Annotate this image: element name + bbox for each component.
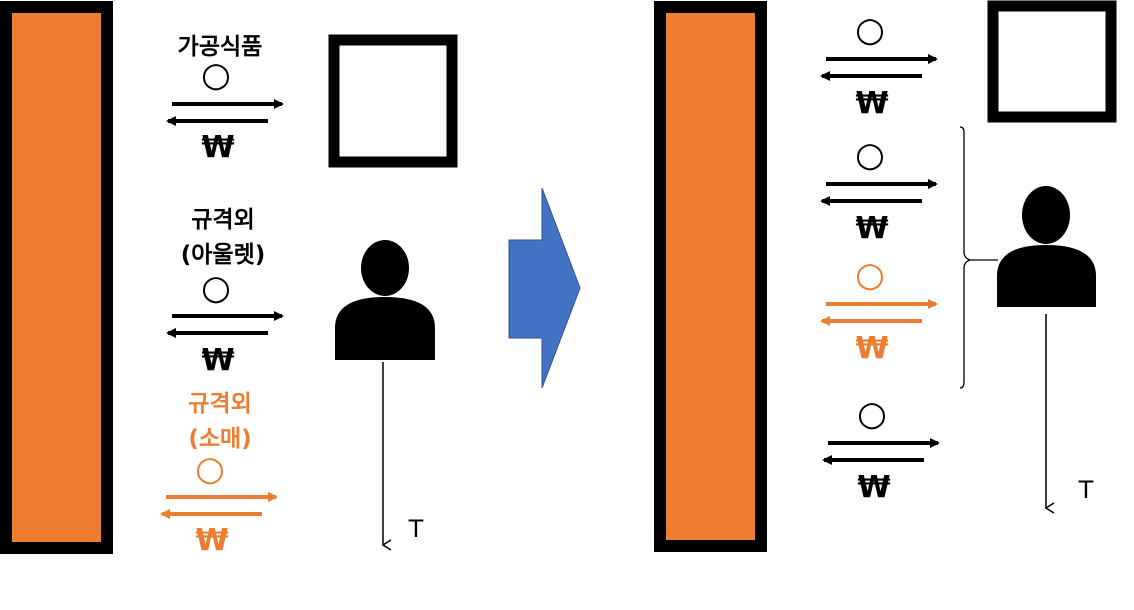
goods-symbol: ○: [201, 55, 231, 95]
time-label: T: [408, 515, 424, 543]
retail-label-line2: (소매): [188, 426, 252, 452]
square-outline-icon: [987, 0, 1117, 123]
right-extra-arrows: [822, 438, 940, 465]
goods-symbol: ○: [857, 394, 887, 434]
outlet-label-line2: (아울렛): [180, 242, 266, 268]
brace-icon: [959, 126, 998, 389]
goods-symbol: ○: [855, 255, 885, 295]
right-processed-food-arrows: [820, 54, 938, 81]
right-arrow-icon: [508, 187, 581, 389]
money-symbol: ₩: [201, 130, 235, 165]
money-symbol: ₩: [195, 523, 229, 558]
retail-label-line1: 규격외: [188, 391, 252, 417]
time-label: T: [1078, 476, 1094, 504]
goods-symbol: ○: [201, 268, 231, 308]
person-icon: [335, 240, 435, 360]
left-supplier-bar: [0, 1, 113, 554]
left-retail-arrows: [160, 492, 278, 519]
money-symbol: ₩: [857, 470, 891, 505]
left-processed-food-arrows: [166, 99, 284, 126]
money-symbol: ₩: [201, 343, 235, 378]
money-symbol: ₩: [855, 331, 889, 366]
money-symbol: ₩: [855, 211, 889, 246]
right-outlet-arrows: [820, 179, 938, 206]
left-outlet-arrows: [166, 311, 284, 338]
person-icon: [997, 186, 1096, 307]
right-retail-arrows: [820, 299, 938, 326]
right-supplier-bar: [654, 1, 767, 552]
processed-food-label: 가공식품: [177, 34, 263, 60]
square-outline-icon: [328, 34, 458, 168]
goods-symbol: ○: [195, 449, 225, 489]
goods-symbol: ○: [855, 10, 885, 50]
outlet-label-line1: 규격외: [191, 207, 255, 233]
goods-symbol: ○: [855, 135, 885, 175]
money-symbol: ₩: [855, 86, 889, 121]
